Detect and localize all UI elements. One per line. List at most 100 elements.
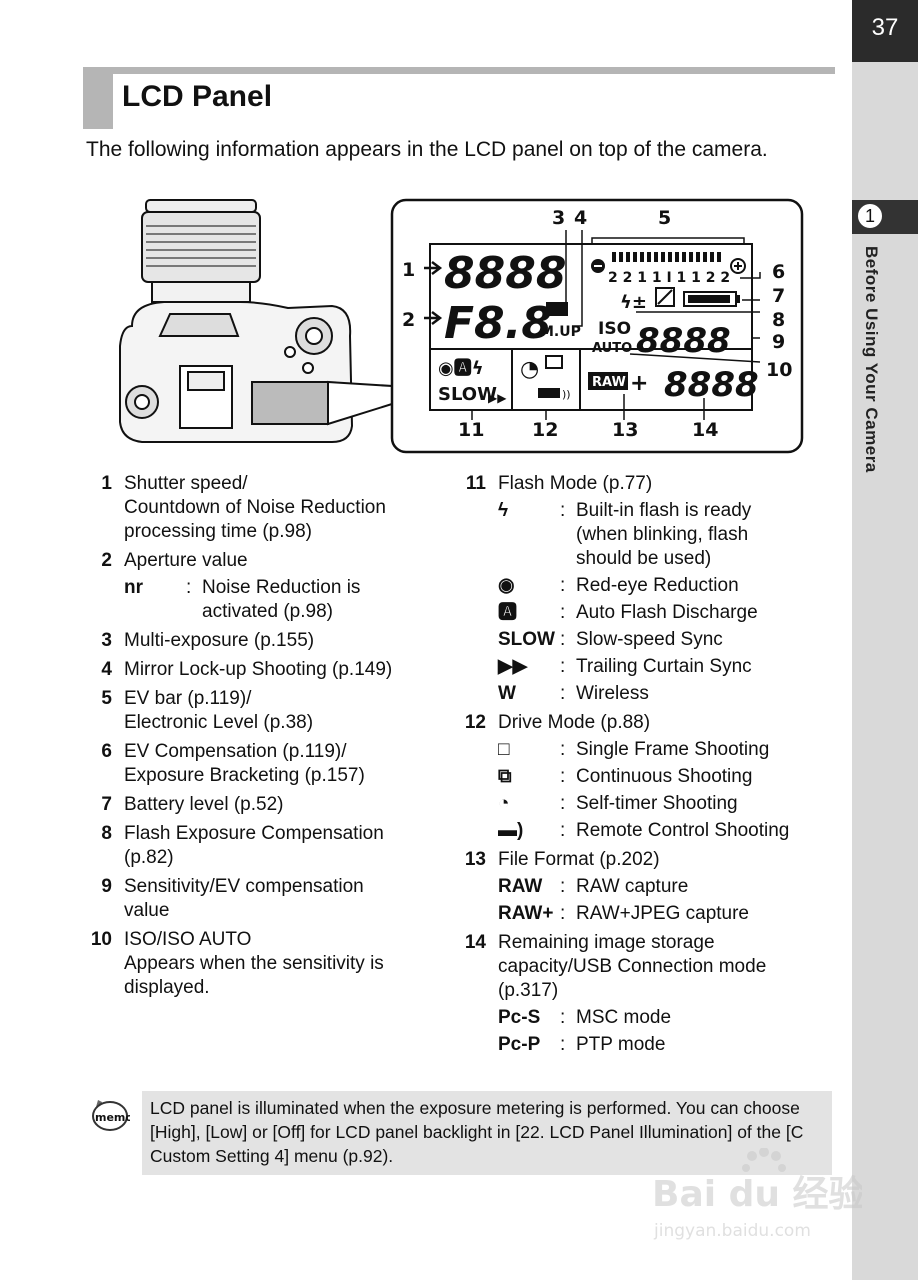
colon: : — [560, 766, 566, 787]
callout-11: 11 — [458, 419, 484, 441]
legend-text: Flash Mode (p.77) — [498, 473, 653, 494]
page-title: LCD Panel — [122, 80, 273, 113]
page-number-box: 37 — [852, 0, 918, 62]
legend-subtext: Slow-speed Sync — [576, 629, 723, 650]
legend-number: 2 — [101, 550, 112, 571]
chapter-title: Before Using Your Camera — [862, 246, 881, 473]
lcd-slow: SLOW — [438, 384, 497, 405]
legend-symbol: ◔ — [498, 793, 510, 814]
legend-text: (p.317) — [498, 980, 559, 1001]
callout-numbers: 1 2 3 4 5 6 7 8 9 10 11 12 13 14 — [402, 207, 792, 441]
lcd-auto: AUTO — [592, 341, 632, 356]
colon: : — [560, 1007, 566, 1028]
ev-scale-numbers: 2 2 1 1 I 1 1 2 2 — [608, 270, 730, 286]
legend-symbol: nr — [124, 577, 143, 598]
legend-subitem: RAW+:RAW+JPEG capture — [460, 902, 846, 926]
legend-subtext: Wireless — [576, 683, 649, 704]
legend-subitem: ▶▶:Trailing Curtain Sync — [460, 655, 846, 679]
lcd-mup: M.UP — [540, 324, 581, 340]
legend-number: 5 — [101, 688, 112, 709]
legend-number: 1 — [101, 473, 112, 494]
callout-4: 4 — [574, 207, 587, 229]
legend-text: Mirror Lock-up Shooting (p.149) — [124, 659, 393, 680]
lcd-aperture: F8.8 — [444, 298, 552, 349]
legend-number: 10 — [90, 929, 112, 950]
colon: : — [560, 629, 566, 650]
callout-8: 8 — [772, 309, 785, 331]
legend-symbol: RAW — [498, 876, 543, 897]
lcd-panel-outline — [390, 198, 804, 454]
legend-number: 3 — [101, 630, 112, 651]
callout-10: 10 — [766, 359, 792, 381]
legend-symbol: 🅰 — [498, 602, 518, 623]
legend-text: Electronic Level (p.38) — [124, 712, 314, 733]
zoom-pointer — [327, 380, 393, 426]
colon: : — [560, 793, 566, 814]
svg-text:)): )) — [562, 388, 571, 401]
leader-lines — [471, 230, 761, 420]
legend-subitem: ϟ:Built-in flash is ready(when blinking,… — [460, 499, 846, 571]
legend-subtext: PTP mode — [576, 1034, 666, 1055]
legend-text: Drive Mode (p.88) — [498, 712, 651, 733]
svg-text:▶▶: ▶▶ — [488, 391, 507, 405]
legend-subitem: ◔:Self-timer Shooting — [460, 792, 846, 816]
legend-subitem: ◉:Red-eye Reduction — [460, 574, 846, 598]
chapter-number: 1 — [856, 202, 884, 230]
legend-subtext: Remote Control Shooting — [576, 820, 790, 841]
flash-mode-icons: ◉🅰ϟ — [438, 358, 484, 379]
legend-subtext: RAW+JPEG capture — [576, 903, 749, 924]
callout-1: 1 — [402, 259, 415, 281]
legend-subitem: W:Wireless — [460, 682, 846, 706]
lcd-remaining-digits: 8888 — [664, 365, 759, 405]
colon: : — [186, 577, 192, 598]
legend-text: processing time (p.98) — [124, 521, 312, 542]
camera-illustration — [119, 199, 354, 443]
legend-number: 6 — [101, 741, 112, 762]
legend-text: EV Compensation (p.119)/ — [124, 741, 347, 762]
callout-9: 9 — [772, 331, 785, 353]
legend-subitem: RAW:RAW capture — [460, 875, 846, 899]
legend-subtext: should be used) — [576, 548, 712, 569]
intro-text: The following information appears in the… — [86, 138, 768, 161]
legend-symbol: SLOW — [498, 629, 555, 650]
flash-comp-icon: ϟ± — [620, 292, 647, 313]
legend-item: 4 Mirror Lock-up Shooting (p.149) — [86, 658, 458, 682]
legend-text: EV bar (p.119)/ — [124, 688, 252, 709]
right-legend-column: 11 Flash Mode (p.77) ϟ:Built-in flash is r… — [460, 472, 846, 1062]
callout-13: 13 — [612, 419, 638, 441]
ev-scale-ticks — [612, 252, 721, 262]
legend-subtext: Trailing Curtain Sync — [576, 656, 752, 677]
watermark-url: jingyan.baidu.com — [653, 1221, 811, 1241]
legend-text: Shutter speed/ — [124, 473, 248, 494]
legend-number: 11 — [465, 473, 486, 494]
lcd-iso-digits: 8888 — [636, 321, 731, 361]
baidu-watermark: Bai du 经验 jingyan.baidu.com — [652, 1148, 862, 1241]
continuous-icon — [545, 355, 563, 369]
callout-6: 6 — [772, 261, 785, 283]
legend-text: (p.82) — [124, 847, 174, 868]
legend-symbol: W — [498, 683, 516, 704]
legend-number: 4 — [101, 659, 112, 680]
memo-box — [142, 1091, 832, 1175]
remote-icon — [538, 388, 560, 398]
memo-text: LCD panel is illuminated when the exposu… — [150, 1098, 804, 1166]
legend-text: Appears when the sensitivity is — [124, 953, 384, 974]
legend-item: 5 EV bar (p.119)/ Electronic Level (p.38) — [86, 687, 458, 735]
legend-symbol: ⧉ — [498, 766, 512, 787]
raw-icon — [588, 372, 628, 390]
legend-symbol: RAW+ — [498, 903, 554, 924]
legend-subtext: Auto Flash Discharge — [576, 602, 758, 623]
legend-symbol: □ — [498, 739, 510, 760]
legend-subitem: ⧉:Continuous Shooting — [460, 765, 846, 789]
legend-symbol: ◉ — [498, 575, 515, 596]
legend-subtext: Noise Reduction is — [202, 577, 361, 598]
legend-number: 12 — [464, 712, 486, 733]
